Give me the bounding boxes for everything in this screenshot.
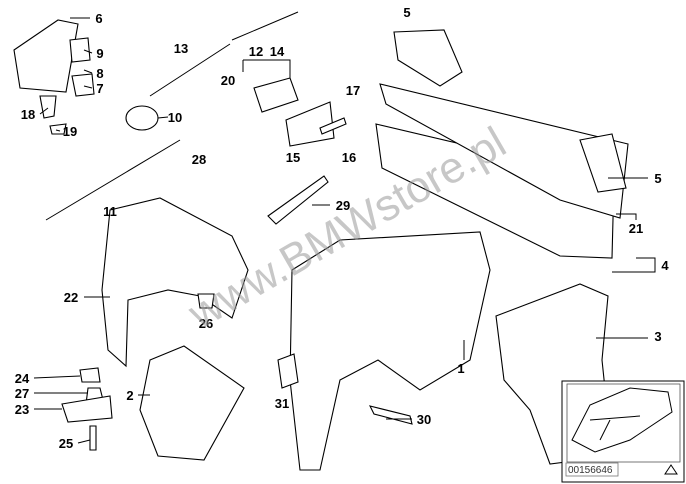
label-8[interactable]: 8 [96,66,103,81]
label-20[interactable]: 20 [221,73,235,88]
label-1[interactable]: 1 [457,361,464,376]
callout-labels: 6 9 8 7 13 12 14 5 20 17 18 10 19 28 15 … [15,5,670,451]
nut-26[interactable] [197,293,215,309]
label-18[interactable]: 18 [21,107,35,122]
flap-hinge[interactable] [69,37,91,63]
actuator-12[interactable] [253,77,299,113]
flap-bracket[interactable] [71,73,95,97]
thumbnail-code: 00156646 [568,465,613,476]
label-9[interactable]: 9 [96,46,103,61]
label-29[interactable]: 29 [336,198,350,213]
cable-14[interactable] [231,11,299,41]
cable-13[interactable] [149,43,231,97]
label-19[interactable]: 19 [63,124,77,139]
car-outline-icon [571,387,673,453]
label-3[interactable]: 3 [654,329,661,344]
label-16[interactable]: 16 [342,150,356,165]
vehicle-thumbnail: 00156646 [561,380,685,483]
warning-triangle-icon [664,464,678,475]
label-12[interactable]: 12 [249,44,263,59]
holder-18[interactable] [39,95,57,119]
label-5-right[interactable]: 5 [654,171,661,186]
label-7[interactable]: 7 [96,81,103,96]
label-24[interactable]: 24 [15,371,30,386]
label-21[interactable]: 21 [629,221,643,236]
cable-11[interactable] [45,139,181,221]
label-25[interactable]: 25 [59,436,73,451]
grommet-10[interactable] [125,105,159,131]
screw-25[interactable] [89,425,97,451]
label-13[interactable]: 13 [174,41,188,56]
clip-19[interactable] [49,123,67,135]
label-22[interactable]: 22 [64,290,78,305]
label-11[interactable]: 11 [103,204,117,219]
label-23[interactable]: 23 [15,402,29,417]
label-4[interactable]: 4 [661,258,669,273]
clip-31[interactable] [277,353,299,389]
side-panel-1[interactable] [289,231,491,471]
rail-21[interactable] [379,83,629,219]
fuel-flap[interactable] [13,19,79,93]
label-6[interactable]: 6 [95,11,102,26]
strip-29[interactable] [267,175,329,225]
label-27[interactable]: 27 [15,386,29,401]
bracket-30[interactable] [368,405,413,425]
label-28[interactable]: 28 [192,152,206,167]
label-2[interactable]: 2 [126,388,133,403]
label-10[interactable]: 10 [168,110,182,125]
panel-2[interactable] [139,345,245,461]
label-15[interactable]: 15 [286,150,300,165]
label-17[interactable]: 17 [346,83,360,98]
label-26[interactable]: 26 [199,316,213,331]
part-24[interactable] [79,367,101,383]
label-14[interactable]: 14 [270,44,285,59]
bolt-16[interactable] [319,117,347,135]
label-5-top[interactable]: 5 [403,5,410,20]
label-30[interactable]: 30 [417,412,431,427]
wheel-arch-liner[interactable] [101,197,249,368]
bracket-5-top[interactable] [393,29,463,87]
bracket-15[interactable] [285,101,335,147]
part-23[interactable] [61,395,113,423]
leader-lines [33,17,656,444]
label-31[interactable]: 31 [275,396,289,411]
